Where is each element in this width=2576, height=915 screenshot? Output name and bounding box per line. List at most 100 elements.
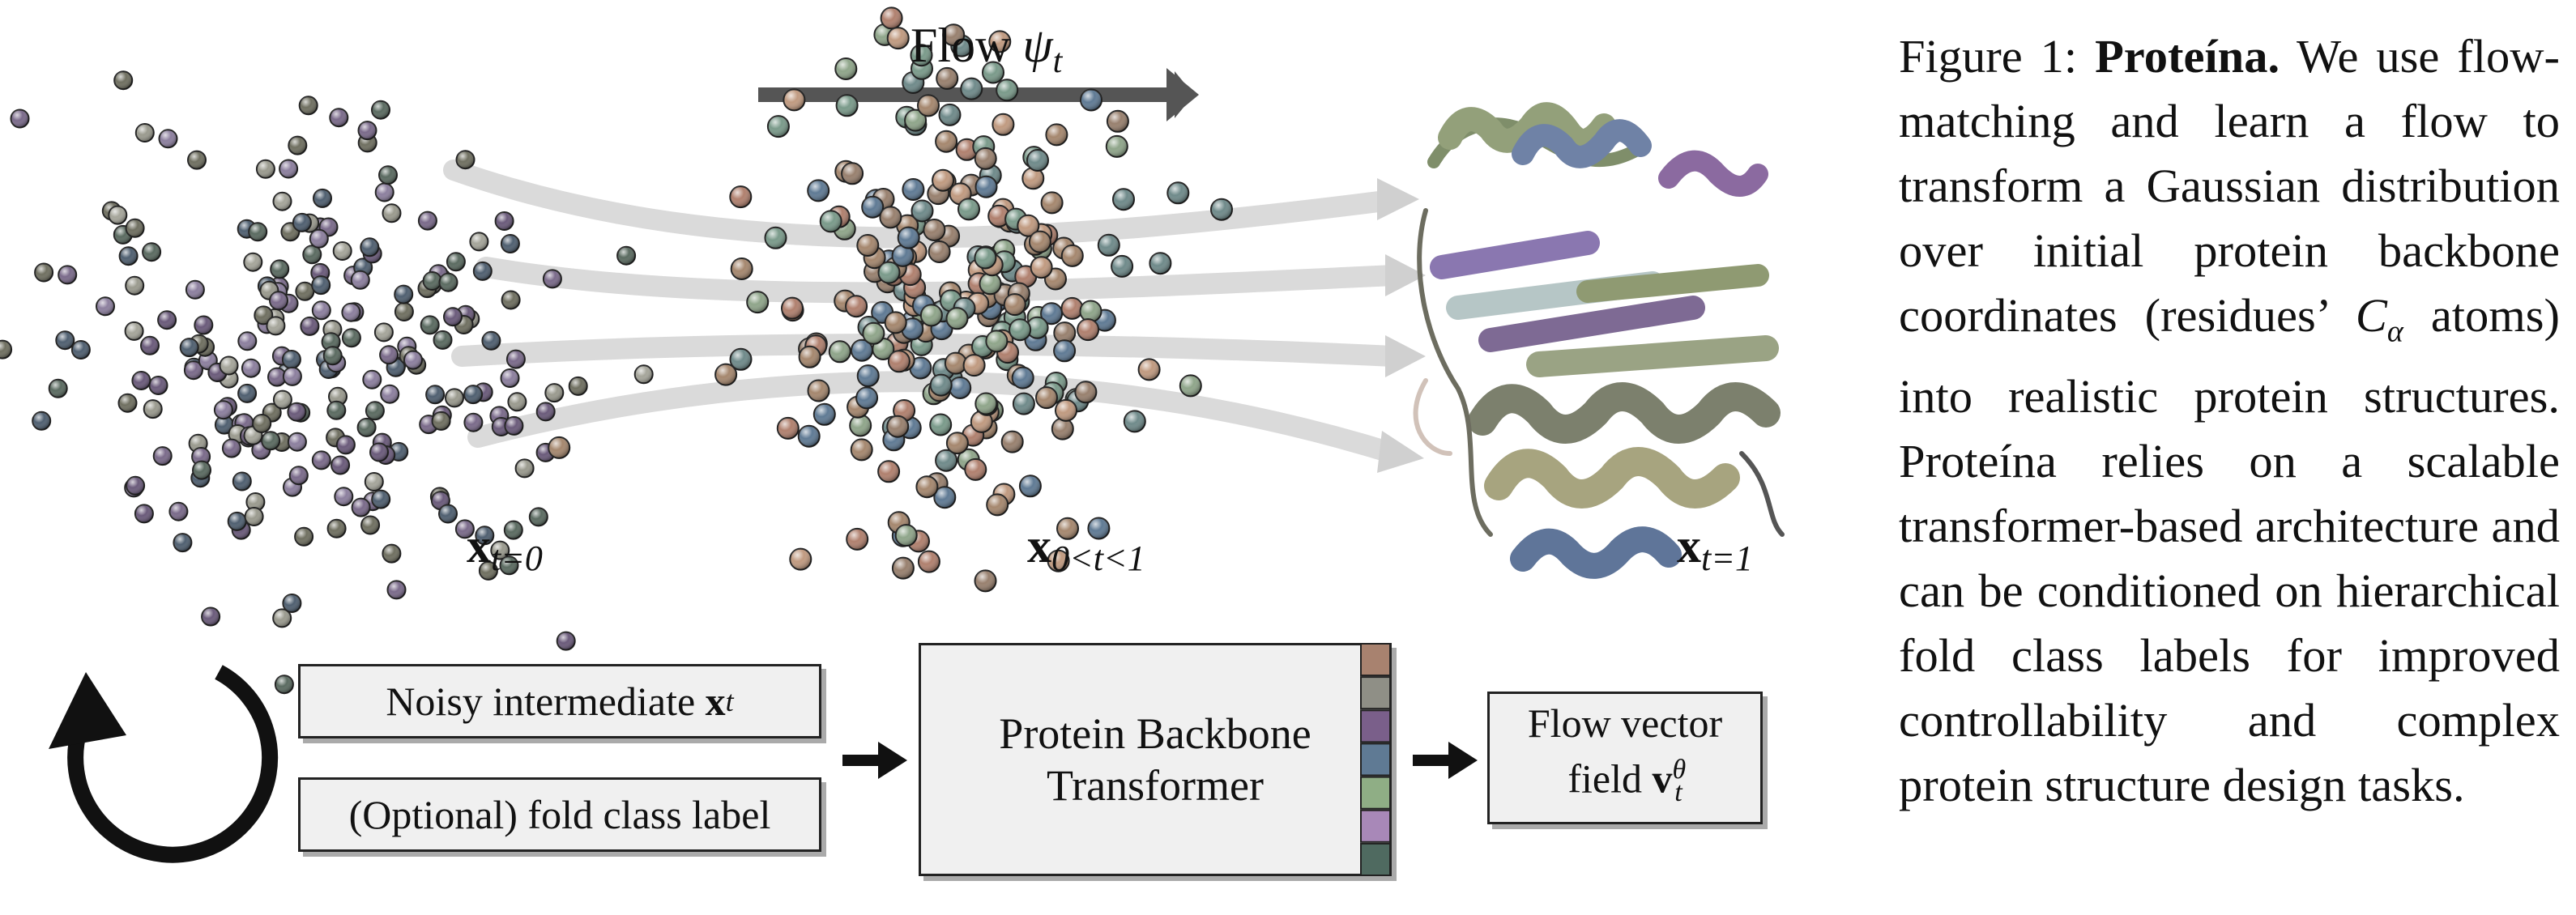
cloud-point-shading (887, 28, 909, 49)
cloud-point-shading (504, 521, 522, 539)
cloud-point-shading (288, 136, 307, 155)
token-cell (1360, 709, 1391, 743)
cloud-point-shading (1111, 255, 1133, 277)
cloud-point-shading (192, 448, 211, 466)
cloud-point-shading (253, 415, 271, 432)
cloud-point-shading (989, 31, 1011, 53)
cloud-point-shading (911, 45, 932, 66)
cloud-point-shading (892, 245, 914, 266)
cloud-point-shading (936, 67, 958, 89)
cloud-point-shading (808, 180, 830, 202)
cloud-point-shading (375, 183, 394, 202)
cloud-point-shading (992, 113, 1014, 135)
cloud-point-shading (961, 78, 983, 100)
cloud-point-shading (731, 258, 753, 279)
cloud-point-shading (1081, 89, 1102, 111)
cloud-point-shading (342, 303, 360, 321)
cloud-point-shading (920, 304, 942, 326)
cloud-point-shading (1004, 294, 1026, 316)
state-label-t0: xt=0 (467, 519, 543, 578)
cloud-point-shading (1061, 297, 1083, 319)
cloud-point-shading (327, 519, 346, 538)
cloud-point-shading (945, 352, 966, 374)
cloud-point-shading (892, 557, 914, 579)
cloud-point-shading (96, 297, 114, 316)
cloud-point-shading (71, 341, 90, 359)
cloud-point-shading (143, 400, 162, 419)
cloud-point-shading (923, 219, 945, 240)
cloud-point-shading (273, 609, 292, 628)
cloud-point-shading (1017, 215, 1039, 236)
cloud-point-shading (1077, 319, 1099, 341)
cloud-point-shading (970, 411, 992, 432)
cloud-point-shading (932, 169, 954, 191)
caption-math-var: C (2355, 289, 2387, 342)
cloud-point-shading (975, 147, 996, 169)
cloud-point-shading (1106, 135, 1128, 157)
input-arrow-icon (842, 742, 907, 779)
cloud-point-shading (902, 318, 923, 340)
caption-text-2: atoms) into realistic protein structures… (1899, 289, 2561, 811)
token-cell (1360, 743, 1391, 777)
cloud-point-shading (215, 415, 233, 434)
cloud-point-shading (501, 291, 520, 309)
cloud-point-shading (249, 223, 267, 241)
cloud-point-shading (798, 425, 820, 447)
cloud-point-shading (916, 476, 938, 498)
cloud-point-shading (184, 361, 203, 380)
cloud-point-shading (1107, 110, 1128, 132)
figure-caption: Figure 1: Proteína. We use flow-matching… (1899, 24, 2560, 818)
cloud-point-shading (270, 292, 288, 310)
cloud-point-shading (902, 179, 924, 200)
cloud-point-shading (32, 411, 51, 430)
cloud-point-shading (988, 205, 1010, 227)
cloud-point-shading (289, 466, 308, 485)
cloud-point-shading (273, 390, 292, 409)
cloud-point-shading (500, 556, 518, 575)
token-cell (1360, 809, 1391, 843)
cloud-point-shading (1211, 198, 1232, 220)
cloud-point-shading (295, 527, 313, 546)
cloud-point-shading (119, 247, 138, 266)
cloud-point-shading (11, 109, 29, 128)
cloud-point-shading (271, 260, 289, 279)
cloud-point-shading (143, 243, 161, 262)
cloud-point-shading (1027, 150, 1048, 171)
cloud-point-shading (1009, 319, 1031, 341)
cloud-point-shading (404, 351, 422, 369)
cloud-point-shading (49, 379, 67, 398)
cloud-point-shading (134, 504, 153, 523)
cloud-point-shading (352, 498, 370, 517)
cloud-point-shading (1051, 418, 1073, 440)
cloud-point-shading (1088, 517, 1110, 539)
cloud-point-shading (946, 308, 968, 330)
cloud-point-shading (333, 242, 352, 260)
cloud-point-shading (254, 306, 273, 325)
cloud-point-shading (395, 303, 413, 321)
cloud-point-shading (986, 330, 1008, 352)
vector-field-output-box: Flow vector field vθt (1487, 692, 1763, 824)
cloud-point-shading (790, 548, 812, 570)
cloud-point-shading (878, 262, 900, 283)
cloud-point-shading (439, 504, 457, 523)
cloud-point-shading (335, 487, 353, 506)
cloud-point-shading (420, 316, 439, 334)
cloud-point-shading (1057, 517, 1078, 539)
token-cell (1360, 643, 1391, 677)
cloud-point-shading (288, 402, 306, 421)
cloud-point-shading (911, 200, 933, 222)
cloud-point-shading (158, 311, 177, 330)
cloud-point-shading (159, 130, 177, 148)
cloud-point-shading (1167, 182, 1189, 204)
cloud-point-shading (536, 402, 555, 421)
cloud-point-shading (279, 160, 298, 178)
cloud-point-shading (730, 348, 752, 370)
cloud-point-shading (975, 176, 997, 198)
cloud-point-shading (1041, 303, 1063, 325)
cloud-point-shading (288, 432, 306, 451)
cloud-point-shading (1036, 387, 1057, 409)
cloud-point-shading (126, 476, 145, 495)
cloud-point-shading (1013, 393, 1034, 415)
cloud-point-shading (372, 490, 390, 509)
